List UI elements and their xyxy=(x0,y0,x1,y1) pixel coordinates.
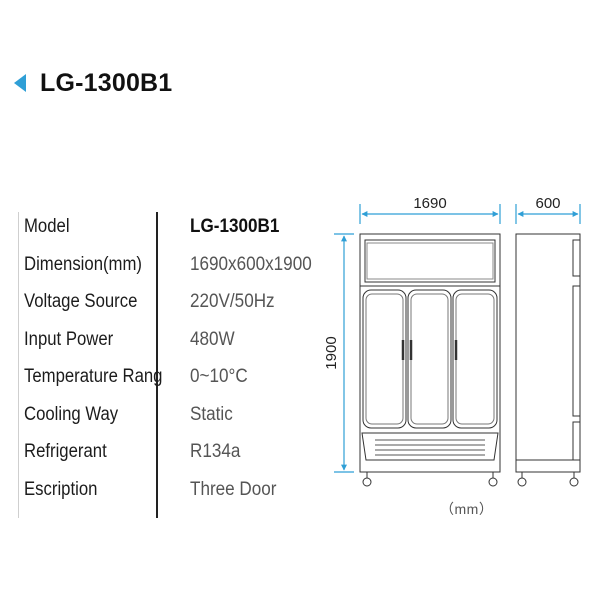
spec-value: 1690x600x1900 xyxy=(190,253,312,275)
table-left-edge xyxy=(18,212,19,518)
depth-dimension: 600 xyxy=(515,195,581,224)
spec-row-description: Escription Three Door xyxy=(20,475,320,513)
width-dimension: 1690 xyxy=(359,195,501,224)
table-divider xyxy=(156,212,158,518)
spec-value: Static xyxy=(190,403,233,425)
spec-label: Dimension(mm) xyxy=(24,253,142,275)
triangle-left-icon xyxy=(14,74,26,92)
spec-value: Three Door xyxy=(190,478,277,500)
spec-table: Model LG-1300B1 Dimension(mm) 1690x600x1… xyxy=(20,212,320,512)
width-label: 1690 xyxy=(413,195,446,212)
depth-label: 600 xyxy=(535,195,560,212)
side-view xyxy=(515,233,581,487)
spec-label: Voltage Source xyxy=(24,291,138,312)
spec-row-model: Model LG-1300B1 xyxy=(20,212,320,250)
front-view xyxy=(359,233,501,487)
spec-row-voltage: Voltage Source 220V/50Hz xyxy=(20,287,320,325)
spec-label: Input Power xyxy=(24,328,114,350)
spec-label: Model xyxy=(24,216,70,237)
spec-label: Escription xyxy=(24,478,98,500)
spec-value: 220V/50Hz xyxy=(190,291,275,312)
spec-value: R134a xyxy=(190,441,241,462)
spec-label: Cooling Way xyxy=(24,403,119,425)
spec-label: Temperature Rang xyxy=(24,366,163,387)
unit-label: （mm） xyxy=(440,501,494,517)
title-row: LG-1300B1 xyxy=(14,66,172,100)
spec-row-cooling: Cooling Way Static xyxy=(20,400,320,438)
spec-row-dimension: Dimension(mm) 1690x600x1900 xyxy=(20,250,320,288)
page-title: LG-1300B1 xyxy=(40,68,173,97)
spec-value: 0~10°C xyxy=(190,366,248,387)
spec-value: LG-1300B1 xyxy=(190,216,280,237)
spec-row-refrigerant: Refrigerant R134a xyxy=(20,437,320,475)
spec-value: 480W xyxy=(190,328,235,350)
spec-row-temperature: Temperature Rang 0~10°C xyxy=(20,362,320,400)
height-dimension: 1900 xyxy=(323,233,354,473)
height-label: 1900 xyxy=(323,336,340,369)
spec-label: Refrigerant xyxy=(24,441,107,462)
spec-row-power: Input Power 480W xyxy=(20,325,320,363)
cabinet-dimension-drawing: 1690 600 1900 xyxy=(323,195,581,487)
